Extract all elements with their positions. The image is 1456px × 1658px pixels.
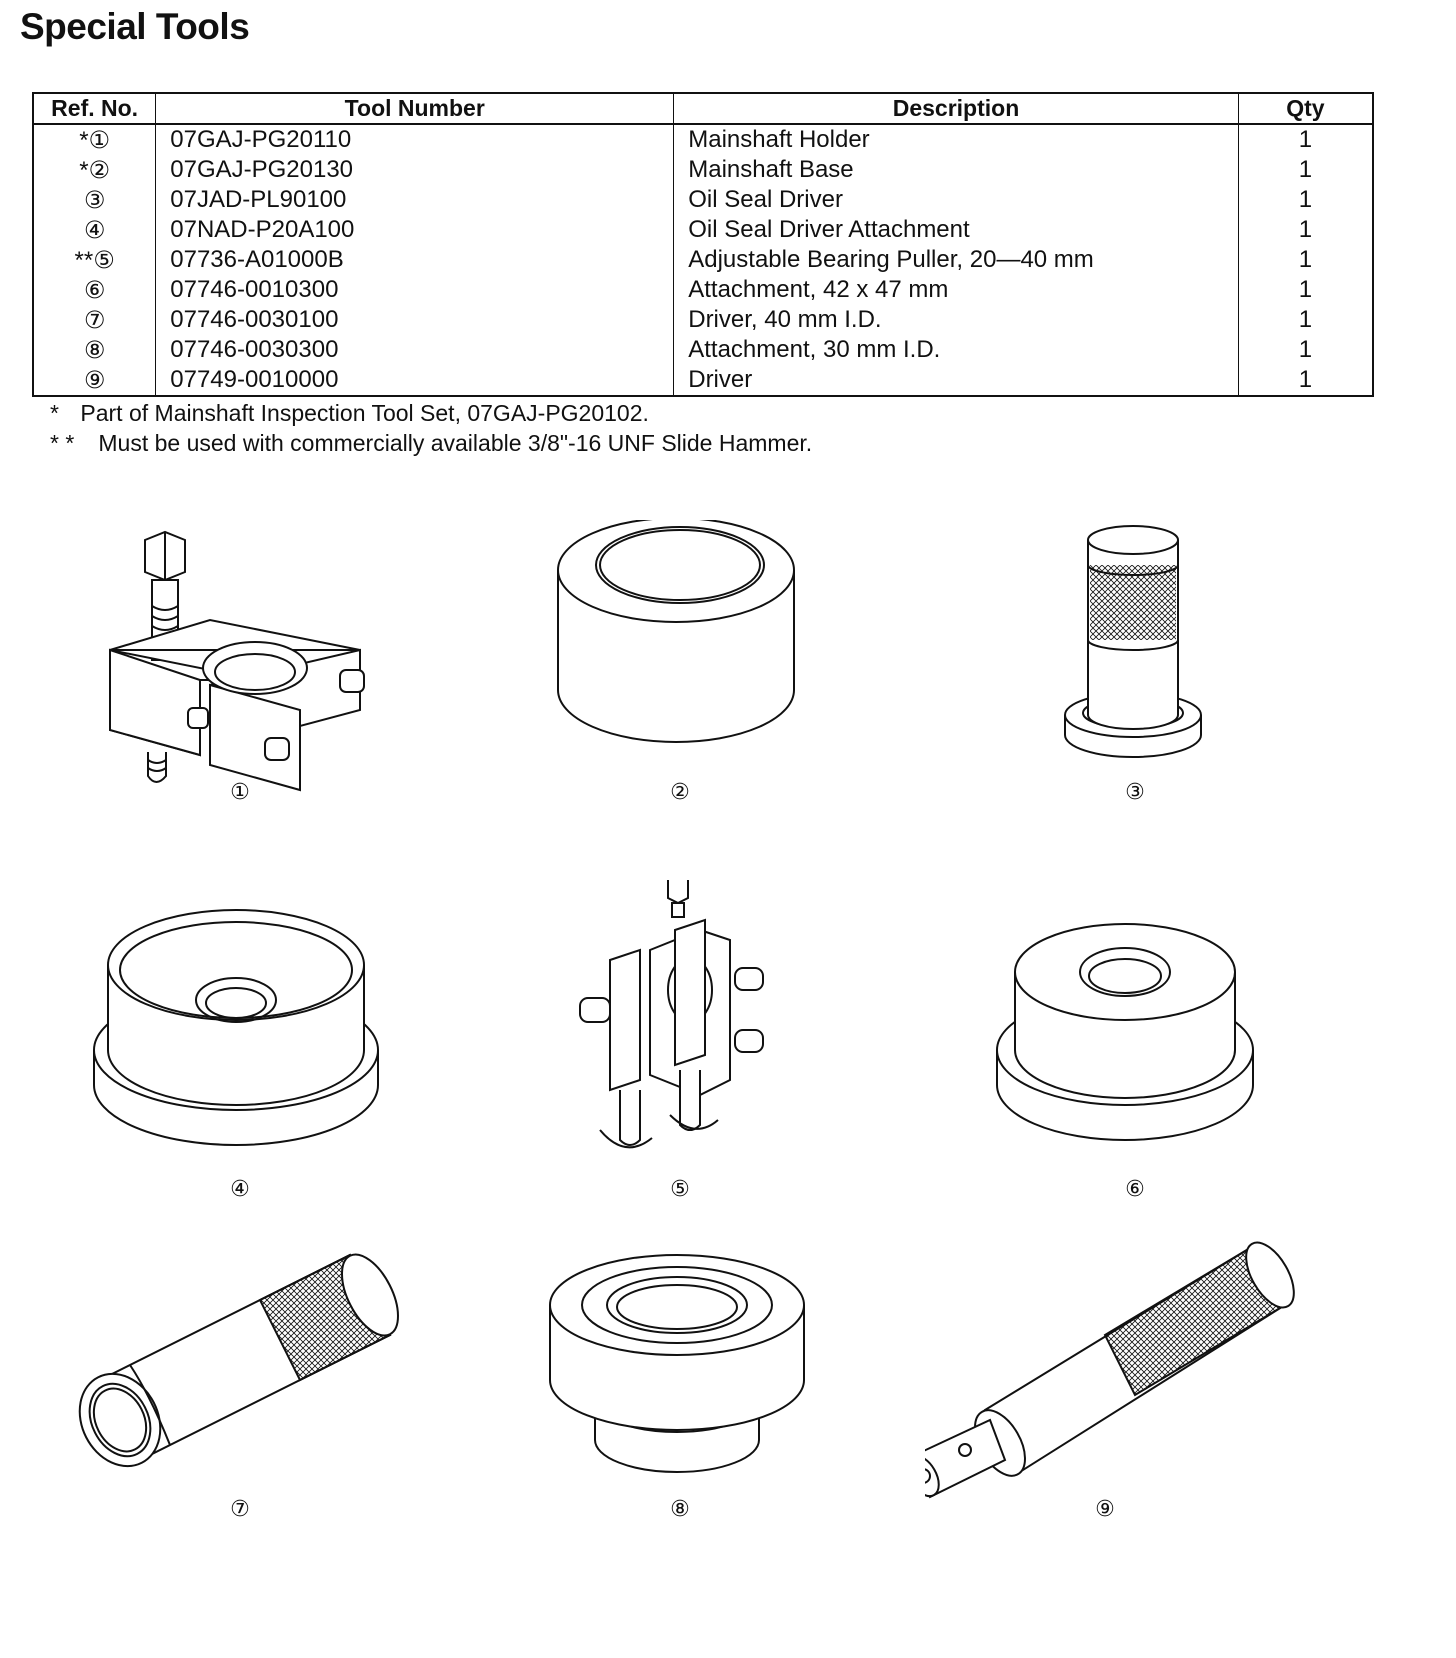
table-row: ⑥ 07746-0010300 Attachment, 42 x 47 mm 1 bbox=[33, 275, 1373, 305]
header-tool-number: Tool Number bbox=[155, 93, 675, 125]
footnotes: * Part of Mainshaft Inspection Tool Set,… bbox=[50, 398, 812, 458]
tool-illustration-2: ② bbox=[500, 520, 860, 840]
driver-40mm-drawing bbox=[78, 1253, 399, 1468]
qty: 1 bbox=[1298, 366, 1313, 393]
description: Mainshaft Holder bbox=[673, 124, 1239, 155]
table-row: ⑦ 07746-0030100 Driver, 40 mm I.D. 1 bbox=[33, 305, 1373, 335]
ref-no: ④ bbox=[33, 215, 157, 245]
attachment-30mm-drawing bbox=[549, 1254, 805, 1473]
figure-label: ② bbox=[670, 780, 690, 805]
table-row: ⑨ 07749-0010000 Driver 1 bbox=[33, 365, 1373, 396]
footnote: * * Must be used with commercially avail… bbox=[50, 428, 812, 458]
tool-number: 07JAD-PL90100 bbox=[155, 185, 675, 215]
ref-no: ③ bbox=[33, 185, 157, 215]
ref-no: *② bbox=[33, 155, 157, 185]
oil-seal-driver-drawing bbox=[1064, 525, 1202, 758]
tool-number: 07GAJ-PG20130 bbox=[155, 155, 675, 185]
figure-label: ⑧ bbox=[670, 1497, 690, 1522]
table-row: ③ 07JAD-PL90100 Oil Seal Driver 1 bbox=[33, 185, 1373, 215]
footnote-marker: * * bbox=[50, 430, 75, 456]
qty: 1 bbox=[1298, 306, 1313, 333]
tool-illustration-6: ⑥ bbox=[955, 880, 1315, 1202]
description: Attachment, 30 mm I.D. bbox=[673, 335, 1239, 365]
tool-number: 07NAD-P20A100 bbox=[155, 215, 675, 245]
qty: 1 bbox=[1298, 336, 1313, 363]
description: Attachment, 42 x 47 mm bbox=[673, 275, 1239, 305]
tool-number: 07749-0010000 bbox=[155, 365, 675, 396]
header-qty: Qty bbox=[1238, 93, 1373, 125]
description: Driver, 40 mm I.D. bbox=[673, 305, 1239, 335]
attachment-42x47-drawing bbox=[996, 923, 1254, 1141]
mainshaft-holder-drawing bbox=[109, 530, 365, 792]
table-row: *① 07GAJ-PG20110 Mainshaft Holder 1 bbox=[33, 124, 1373, 155]
ref-no: ⑨ bbox=[33, 365, 157, 396]
qty: 1 bbox=[1298, 246, 1313, 273]
tool-number: 07746-0030100 bbox=[155, 305, 675, 335]
tool-illustration-7: ⑦ bbox=[60, 1225, 420, 1545]
tool-illustration-9: ⑨ bbox=[925, 1225, 1295, 1545]
qty: 1 bbox=[1298, 156, 1313, 183]
oil-seal-driver-attachment-drawing bbox=[93, 909, 379, 1146]
qty: 1 bbox=[1298, 126, 1313, 153]
qty: 1 bbox=[1298, 216, 1313, 243]
description: Oil Seal Driver bbox=[673, 185, 1239, 215]
mainshaft-base-drawing bbox=[557, 520, 795, 743]
header-description: Description bbox=[673, 93, 1239, 125]
ref-no: ⑥ bbox=[33, 275, 157, 305]
ref-no: **⑤ bbox=[33, 245, 157, 275]
table-row: ⑧ 07746-0030300 Attachment, 30 mm I.D. 1 bbox=[33, 335, 1373, 365]
figure-label: ⑦ bbox=[230, 1497, 250, 1522]
ref-no: ⑧ bbox=[33, 335, 157, 365]
figure-label: ① bbox=[230, 780, 250, 805]
table-row: **⑤ 07736-A01000B Adjustable Bearing Pul… bbox=[33, 245, 1373, 275]
tool-illustration-1: ① bbox=[60, 520, 420, 840]
footnote: * Part of Mainshaft Inspection Tool Set,… bbox=[50, 398, 812, 428]
figure-label: ③ bbox=[1125, 780, 1145, 805]
ref-no: *① bbox=[33, 124, 157, 155]
tool-number: 07GAJ-PG20110 bbox=[155, 124, 675, 155]
page-title: Special Tools bbox=[20, 6, 250, 47]
ref-no: ⑦ bbox=[33, 305, 157, 335]
table-header-row: Ref. No. Tool Number Description Qty bbox=[33, 93, 1373, 125]
adjustable-bearing-puller-drawing bbox=[579, 880, 764, 1149]
table-row: ④ 07NAD-P20A100 Oil Seal Driver Attachme… bbox=[33, 215, 1373, 245]
description: Mainshaft Base bbox=[673, 155, 1239, 185]
qty: 1 bbox=[1298, 276, 1313, 303]
figure-label: ⑤ bbox=[670, 1177, 690, 1202]
header-ref-no: Ref. No. bbox=[33, 93, 157, 125]
figure-label: ⑥ bbox=[1125, 1177, 1145, 1202]
footnote-marker: * bbox=[50, 400, 59, 426]
tool-illustration-3: ③ bbox=[955, 520, 1315, 840]
tool-number: 07746-0030300 bbox=[155, 335, 675, 365]
driver-drawing bbox=[925, 1241, 1295, 1499]
figure-label: ⑨ bbox=[1095, 1497, 1115, 1522]
footnote-text: Part of Mainshaft Inspection Tool Set, 0… bbox=[80, 400, 649, 426]
tool-illustration-8: ⑧ bbox=[500, 1225, 860, 1545]
description: Adjustable Bearing Puller, 20—40 mm bbox=[673, 245, 1239, 275]
table-row: *② 07GAJ-PG20130 Mainshaft Base 1 bbox=[33, 155, 1373, 185]
footnote-text: Must be used with commercially available… bbox=[98, 430, 813, 456]
description: Driver bbox=[673, 365, 1239, 396]
tool-illustration-5: ⑤ bbox=[500, 880, 860, 1202]
tool-number: 07736-A01000B bbox=[155, 245, 675, 275]
figure-label: ④ bbox=[230, 1177, 250, 1202]
qty: 1 bbox=[1298, 186, 1313, 213]
special-tools-table: Ref. No. Tool Number Description Qty *① … bbox=[32, 92, 1374, 397]
description: Oil Seal Driver Attachment bbox=[673, 215, 1239, 245]
tool-illustration-4: ④ bbox=[60, 880, 420, 1202]
tool-number: 07746-0010300 bbox=[155, 275, 675, 305]
